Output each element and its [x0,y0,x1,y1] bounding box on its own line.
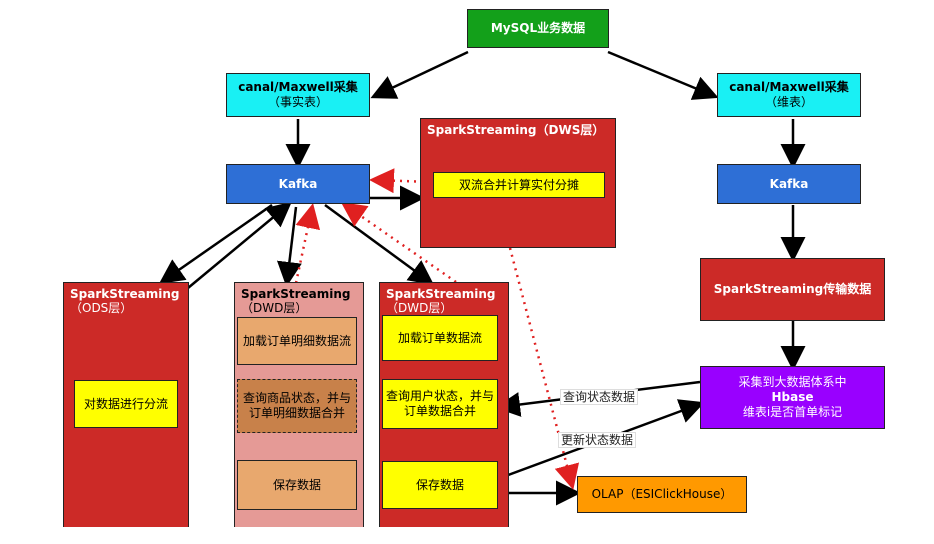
arrow-kafka-to-ods [158,203,273,284]
arrow-kafka-to-dwd1 [276,206,302,287]
kafka-right-label: Kafka [769,176,809,191]
dashed-arrow-dws-to-olap [508,247,580,490]
olap-node: OLAP（ESIClickHouse） [577,476,747,513]
dwd2-panel: SparkStreaming （DWD层） 加载订单数据流 查询用户状态，并与订… [379,282,509,532]
dashed-arrow-dwd1-to-kafka [294,203,321,284]
dws-panel-title: SparkStreaming（DWS层） [427,123,605,137]
dwd1-box-save: 保存数据 [237,460,357,510]
hbase-line1: 采集到大数据体系中 [738,375,847,389]
hbase-node: 采集到大数据体系中 Hbase 维表i是否首单标记 [700,366,885,429]
dwd2-box-query-label: 查询用户状态，并与订单数据合并 [385,389,494,418]
canal-dim-node: canal/Maxwell采集 （维表） [717,73,861,117]
edge-label-query-state: 查询状态数据 [560,389,639,405]
dashed-arrow-dws-to-kafka [369,168,431,194]
arrow-mysql-to-canal-fact [370,50,469,99]
dwd1-box-query-label: 查询商品状态，并与订单明细数据合并 [242,391,351,420]
dwd1-box-load-label: 加载订单明细数据流 [242,333,351,348]
dws-inner-box: 双流合并计算实付分摊 [433,172,605,198]
olap-label: OLAP（ESIClickHouse） [591,487,733,501]
kafka-right-node: Kafka [717,164,861,204]
ods-inner-label: 对数据进行分流 [83,396,168,411]
mysql-node: MySQL业务数据 [467,9,609,48]
dwd2-box-load: 加载订单数据流 [382,315,498,361]
kafka-left-node: Kafka [226,164,370,204]
spark-transfer-node: SparkStreaming传输数据 [700,258,885,321]
hbase-line3: 维表i是否首单标记 [742,405,843,419]
dws-panel: SparkStreaming（DWS层） 双流合并计算实付分摊 [420,118,616,248]
dwd1-box-save-label: 保存数据 [272,477,321,492]
hbase-line2: Hbase [771,390,814,404]
bottom-cutoff-strip [63,527,890,544]
dwd2-box-load-label: 加载订单数据流 [397,330,482,345]
canal-dim-line1: canal/Maxwell采集 [729,80,849,94]
dwd1-panel-title: SparkStreaming [241,287,351,301]
canal-dim-line2: （维表） [764,95,813,109]
edge-label-update-state: 更新状态数据 [558,432,637,448]
kafka-left-label: Kafka [278,176,318,191]
spark-transfer-label: SparkStreaming传输数据 [713,282,872,296]
dwd2-panel-title: SparkStreaming [386,287,496,301]
dws-inner-label: 双流合并计算实付分摊 [458,177,579,192]
dwd2-box-query: 查询用户状态，并与订单数据合并 [382,379,498,429]
ods-inner-box: 对数据进行分流 [74,380,178,428]
dwd1-panel: SparkStreaming （DWD层） 加载订单明细数据流 查询商品状态，并… [234,282,364,532]
ods-panel: SparkStreaming （ODS层） 对数据进行分流 [63,282,189,532]
dwd2-panel-sub: （DWD层） [386,301,453,315]
canal-fact-line1: canal/Maxwell采集 [238,80,358,94]
dashed-arrow-dwd2-to-kafka [340,202,457,284]
mysql-node-label: MySQL业务数据 [490,21,586,35]
ods-panel-sub: （ODS层） [70,301,133,315]
arrow-kafka-to-dwd2 [324,203,435,285]
arrow-mysql-to-canal-dim [607,50,719,100]
dwd2-box-save-label: 保存数据 [415,477,464,492]
ods-panel-title: SparkStreaming [70,287,180,301]
dwd1-box-query: 查询商品状态，并与订单明细数据合并 [237,379,357,433]
dwd2-box-save: 保存数据 [382,461,498,509]
dwd1-panel-sub: （DWD层） [241,301,308,315]
arrow-ods-to-kafka [187,201,292,289]
canal-fact-line2: （事实表） [267,95,328,109]
dwd1-box-load: 加载订单明细数据流 [237,317,357,365]
canal-fact-node: canal/Maxwell采集 （事实表） [226,73,370,117]
